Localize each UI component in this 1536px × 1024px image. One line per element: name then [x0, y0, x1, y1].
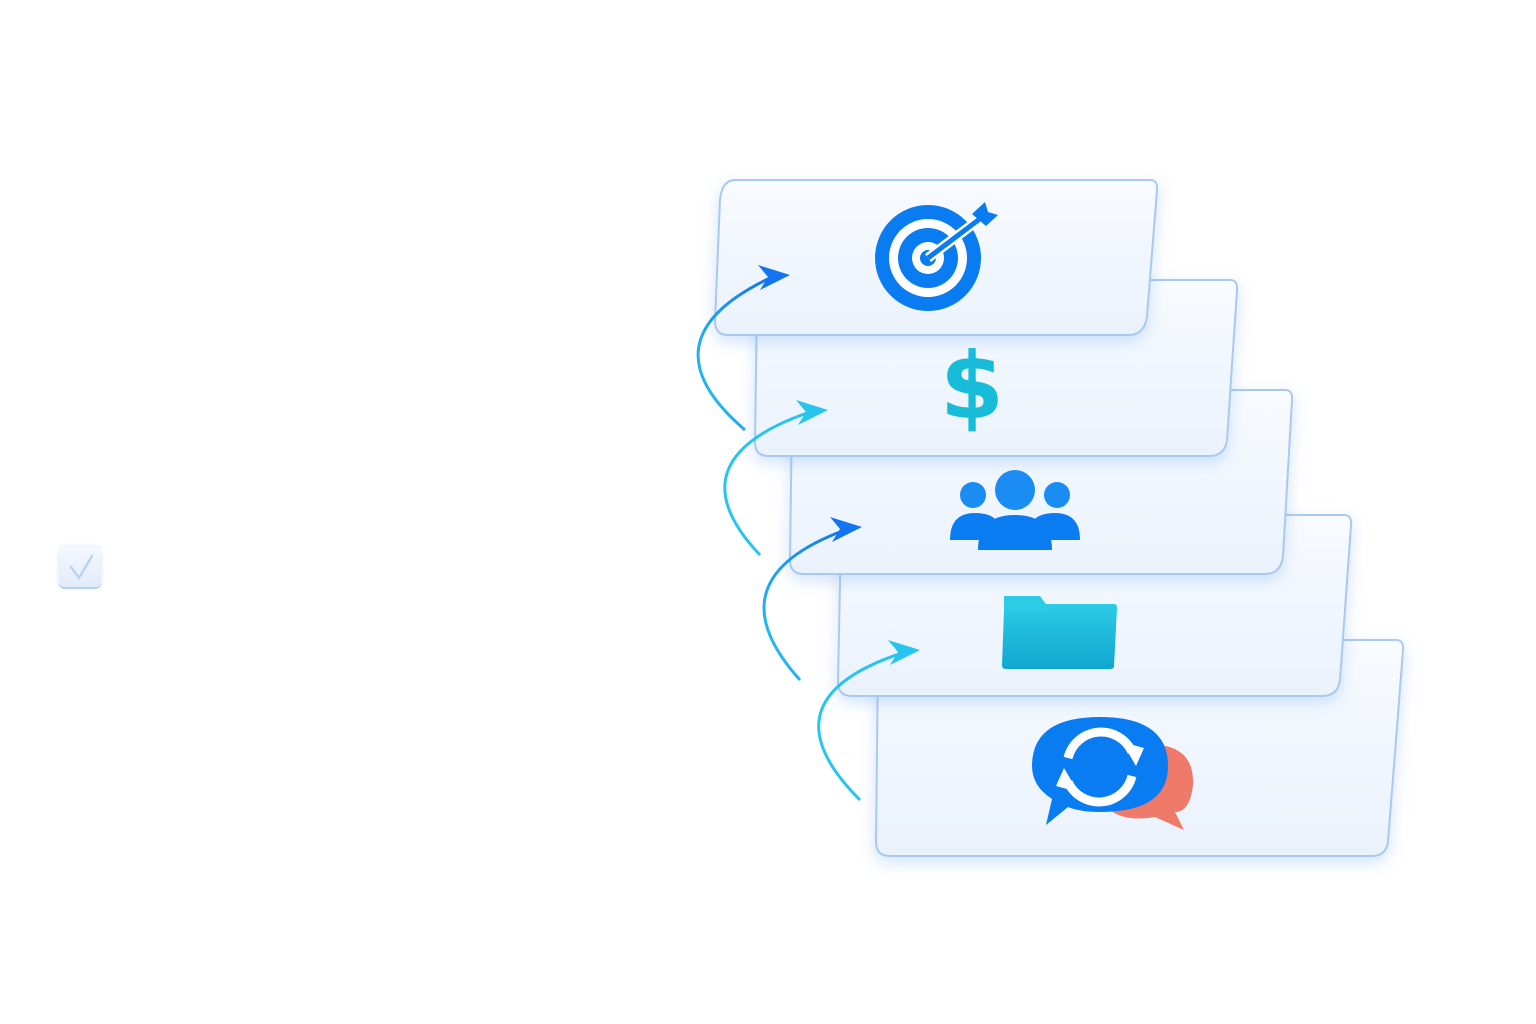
chat-sync-icon: [1032, 717, 1194, 830]
folder-icon: [1002, 596, 1117, 669]
checkbox[interactable]: [59, 547, 101, 587]
people-icon: [950, 470, 1080, 550]
dollar-icon: $: [940, 333, 1004, 440]
curved-arrow-icon: [723, 400, 828, 557]
target-icon: [875, 202, 998, 311]
curved-arrow-icon: [762, 517, 862, 682]
curved-arrow-icon: [817, 640, 920, 802]
card-target: [713, 179, 1159, 336]
curved-arrow-icon: [696, 265, 790, 432]
checkmark-icon: [69, 554, 94, 581]
